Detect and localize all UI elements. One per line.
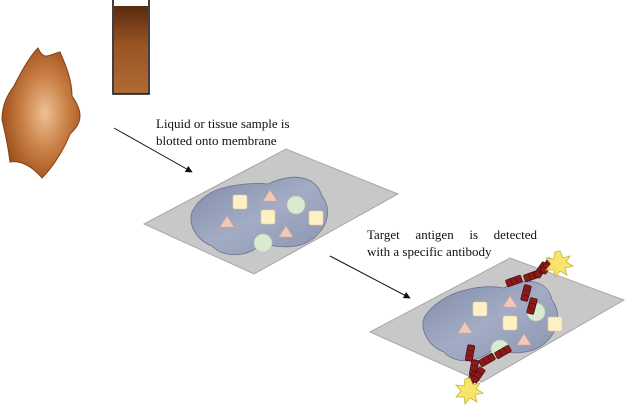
caption-step-2: Target antigen is detected with a specif… — [367, 226, 537, 260]
protein-triangle — [278, 225, 294, 238]
protein-circle — [286, 195, 306, 215]
enzyme-label-star — [455, 377, 485, 405]
protein-triangle — [502, 295, 518, 308]
antibody — [455, 344, 513, 405]
antigen-square — [502, 315, 518, 331]
tissue-sample — [1, 47, 81, 179]
enzyme-label-star — [545, 250, 575, 278]
protein-circle — [253, 233, 273, 253]
antigen-square — [260, 209, 276, 225]
membrane-blotted — [142, 148, 400, 275]
protein-triangle — [457, 321, 473, 334]
protein-triangle — [219, 215, 235, 228]
caption-step-1: Liquid or tissue sample is blotted onto … — [156, 115, 356, 149]
caption-step-2-line-2: with a specific antibody — [367, 244, 492, 259]
antigen-square — [232, 194, 248, 210]
caption-step-2-line-1: Target antigen is detected — [367, 227, 537, 242]
antigen-square — [308, 210, 324, 226]
protein-triangle — [516, 333, 532, 346]
protein-triangle — [262, 189, 278, 202]
caption-step-1-line-1: Liquid or tissue sample is — [156, 116, 290, 131]
arrow-step-2 — [329, 255, 411, 299]
arrow-step-1 — [113, 127, 193, 173]
antigen-square — [472, 301, 488, 317]
antibody — [504, 250, 575, 315]
antigen-square — [547, 316, 563, 332]
liquid-sample-tube — [112, 0, 150, 95]
caption-step-1-line-2: blotted onto membrane — [156, 133, 277, 148]
membrane-detected — [368, 250, 625, 405]
